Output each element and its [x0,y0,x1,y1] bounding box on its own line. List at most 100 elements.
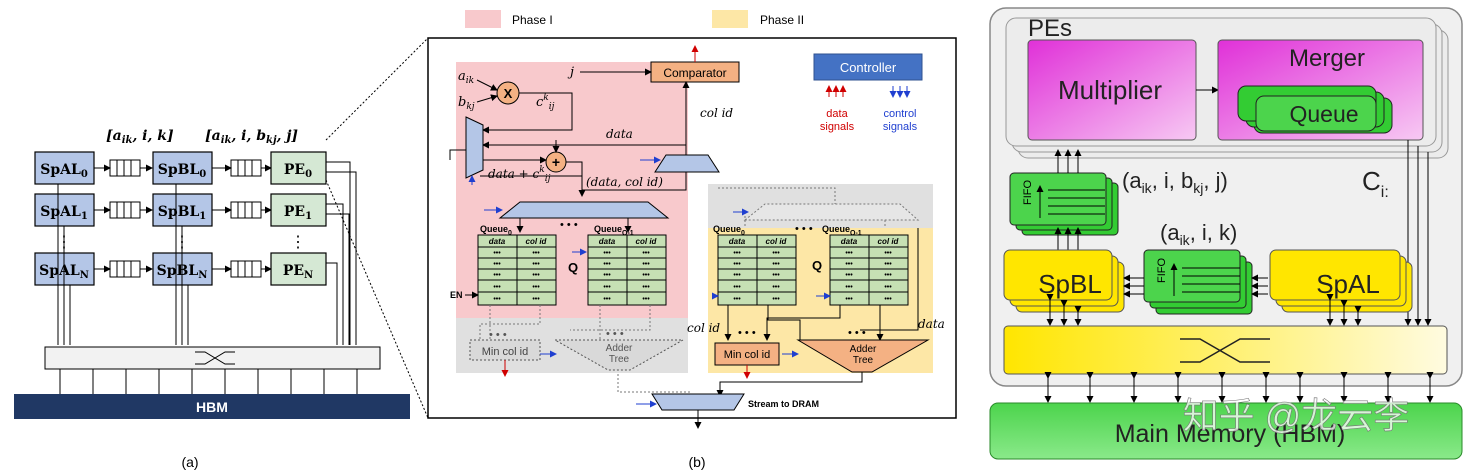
fifo-a-0 [109,159,141,177]
controller-label: Controller [840,60,897,75]
svg-text:•••: ••• [642,250,650,257]
queue-label: Queue [1289,101,1358,127]
svg-text:•••: ••• [642,272,650,279]
pe-1-box [270,193,327,227]
hbm-label: HBM [196,399,228,415]
pe-0-box [270,151,327,185]
fifo-top-label: FIFO [1022,180,1034,205]
queue0-p2-col-colid: col id [766,237,788,246]
svg-text:•••: ••• [884,296,892,303]
queue0-p2-col-data: data [729,237,746,246]
panel-a-bus-lines [57,161,357,345]
svg-text:•••: ••• [532,261,540,268]
data-colid-label: (data, col id) [586,175,663,189]
svg-text:•••: ••• [642,284,650,291]
crossbar-a [44,346,381,370]
memory-bus-arrows [1044,372,1434,403]
phase2-dots-right: • • • [848,327,866,339]
crossbar-a-ports [59,369,358,394]
svg-text:•••: ••• [845,272,853,279]
phase1-dots-left: • • • [489,329,507,341]
min-col-id-phase1-label: Min col id [482,346,528,358]
svg-text:•••: ••• [642,296,650,303]
adder-tree-phase2 [796,339,930,373]
row-n: SpALN SpBLN PEN [34,252,327,286]
data-plus-label: data + ckij [488,165,551,184]
legend-phase1-swatch [465,10,501,28]
pe-n-box [270,252,327,286]
spal-0-label: SpAL0 [40,162,88,180]
phase1-dots-right: • • • [606,328,624,340]
zoom-line-bottom [325,179,429,419]
fifo-top-to-pe-arrows [1054,149,1082,250]
svg-text:•••: ••• [532,250,540,257]
en-label: EN [450,290,463,300]
crossbar-a-switch-icon [195,351,235,365]
list-bus-arrows [1046,294,1362,326]
spbl-box [1003,249,1113,301]
mux-top [654,154,720,173]
svg-text:•••: ••• [772,272,780,279]
pes-label: PEs [1028,15,1072,42]
comparator-label: Comparator [663,66,726,80]
merger-label: Merger [1289,45,1365,72]
queueq1-p2-col-data: data [841,237,858,246]
svg-text:•••: ••• [845,250,853,257]
row-0: SpAL0 SpBL0 PE0 [34,151,327,185]
svg-text:•••: ••• [845,296,853,303]
min-col-id-phase2-label: Min col id [724,349,770,361]
spbl-0-label: SpBL0 [158,162,207,180]
fifo-b-n [230,260,262,278]
svg-text:•••: ••• [493,250,501,257]
panel-b: Phase I Phase II Comparator j col id Con… [427,10,957,470]
q-label-phase2: Q [812,258,822,273]
multiplier-label: Multiplier [1058,75,1162,105]
fifo-mid-label: FIFO [1156,258,1168,283]
legend-phase2-swatch [712,10,748,28]
tuple-left-label: [aik, i, k] [106,128,174,146]
svg-text:•••: ••• [772,250,780,257]
svg-text:•••: ••• [845,284,853,291]
panel-b-caption: (b) [688,454,705,470]
svg-text:•••: ••• [772,284,780,291]
adder-tree-phase1 [553,339,685,371]
fifo-mid-slots [1182,267,1240,293]
crossbar-c [1003,325,1448,375]
svg-text:•••: ••• [603,284,611,291]
svg-text:•••: ••• [733,272,741,279]
queue0-col-colid: col id [526,237,548,246]
queueq1-phase2: QueueQ-1 data col id •••••• •••••• •••••… [822,224,909,306]
svg-text:•••: ••• [493,272,501,279]
crossbar-c-switch-icon [1180,338,1270,363]
demux-phase1 [498,201,670,219]
tuple-mid-label: (aik, i, k) [1160,220,1237,248]
svg-text:•••: ••• [845,261,853,268]
fifo-a-n [109,260,141,278]
svg-text:•••: ••• [733,261,741,268]
legend-phase1-label: Phase I [512,13,553,27]
spal-label: SpAL [1316,269,1380,299]
queue-box [1255,95,1377,132]
fifo-b-0 [230,159,262,177]
multiply-symbol: X [504,86,513,101]
spal-1-box [34,193,95,227]
queueq1-col-data: data [599,237,616,246]
svg-text:•••: ••• [603,250,611,257]
col-id-label-top: col id [700,106,733,120]
fifo-mid-arrows [1123,274,1268,298]
queue0-phase2: Queue0 data col id •••••• •••••• •••••• … [713,224,797,306]
tuple-right-label: [aik, i, bkj, j] [205,128,298,146]
svg-text:•••: ••• [733,284,741,291]
queueq1-phase1: QueueQ-1 data col id •••••• •••••• •••••… [587,224,667,306]
svg-text:•••: ••• [733,250,741,257]
svg-text:•••: ••• [493,284,501,291]
control-signal-arrows [889,86,911,98]
q-label-phase1: Q [568,260,578,275]
svg-text:•••: ••• [532,272,540,279]
svg-text:•••: ••• [603,261,611,268]
queueq1-col-colid: col id [636,237,658,246]
svg-text:•••: ••• [733,296,741,303]
